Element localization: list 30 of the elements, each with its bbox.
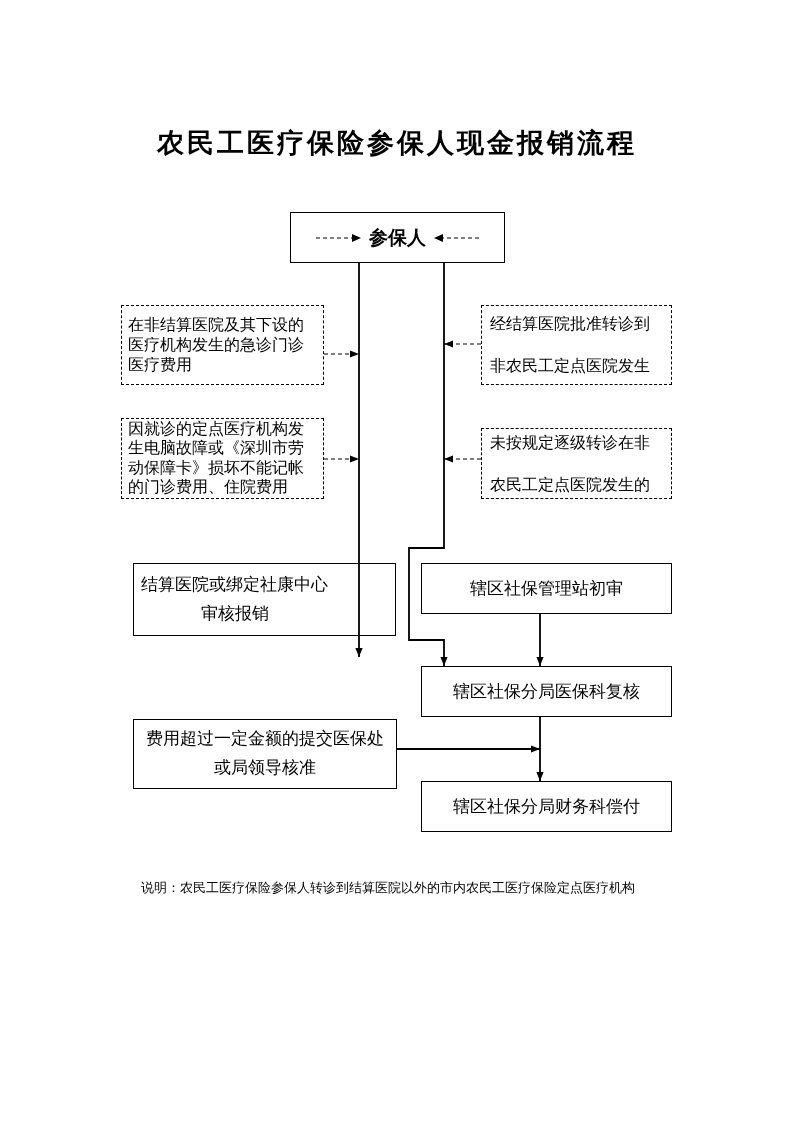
dashed-box xyxy=(481,305,672,385)
box-text: 费用超过一定金额的提交医保处或局领导核准 xyxy=(145,728,385,779)
box-text: 因就诊的定点医疗机构发生电脑故障或《深圳市劳动保障卡》损坏不能记帐的门诊费用、住院费用 xyxy=(128,419,305,498)
arrow xyxy=(323,350,360,358)
process-box xyxy=(421,781,672,832)
box-text: 在非结算医院及其下设的医疗机构发生的急诊门诊医疗费用 xyxy=(128,314,305,376)
arrow xyxy=(536,613,544,667)
box-text: 辖区社保分局财务科偿付 xyxy=(453,795,640,818)
box-text: 参保人 xyxy=(369,225,426,250)
arrow xyxy=(443,455,482,463)
arrow xyxy=(355,262,363,658)
dashed-box xyxy=(481,428,672,499)
box-text: 辖区社保分局医保科复核 xyxy=(453,680,640,703)
box-text: 经结算医院批准转诊到非农民工定点医院发生 xyxy=(490,313,651,377)
title: 农民工医疗保险参保人现金报销流程 xyxy=(155,126,638,160)
arrow xyxy=(443,340,482,348)
arrow xyxy=(396,745,541,753)
dashed-box xyxy=(121,305,324,385)
process-box xyxy=(290,212,505,263)
arrow xyxy=(323,455,360,463)
process-box xyxy=(421,563,672,614)
process-box xyxy=(133,719,397,789)
process-box xyxy=(421,666,672,717)
arrow xyxy=(408,262,448,667)
box-text: 辖区社保管理站初审 xyxy=(470,577,623,600)
process-box xyxy=(133,563,396,636)
box-text: 结算医院或绑定社康中心审核报销 xyxy=(140,573,329,625)
note-text: 说明：农民工医疗保险参保人转诊到结算医院以外的市内农民工医疗保险定点医疗机构 xyxy=(141,880,635,897)
box-text: 未按规定逐级转诊在非农民工定点医院发生的 xyxy=(490,431,651,496)
arrow xyxy=(536,716,544,782)
